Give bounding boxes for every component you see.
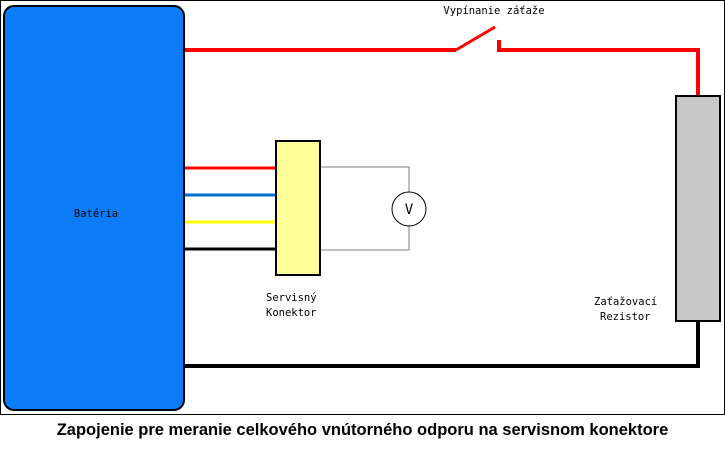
load-resistor: Zaťažovací Rezistor	[594, 95, 721, 323]
switch-label: Vypínanie záťaže	[443, 5, 544, 17]
wire-segment-switch-to-resistor	[497, 40, 700, 96]
resistor-body	[675, 95, 721, 322]
connector-label-line1: Servisný	[266, 292, 317, 304]
battery-label: Batéria	[74, 208, 118, 220]
battery: Batéria	[3, 5, 185, 411]
battery-body	[3, 5, 185, 411]
diagram-caption: Zapojenie pre meranie celkového vnútorné…	[56, 421, 669, 439]
connector-body	[275, 140, 321, 276]
resistor-label-line1: Zaťažovací	[594, 296, 657, 308]
voltmeter-circle	[391, 191, 427, 227]
voltmeter-lead-bottom	[320, 226, 410, 251]
load-switch: Vypínanie záťaže	[443, 5, 545, 52]
load-wire-red	[184, 40, 700, 96]
switch-blade	[455, 25, 496, 52]
service-connector: Servisný Konektor	[266, 140, 321, 319]
return-wire-black	[184, 321, 700, 368]
voltmeter: V	[391, 191, 427, 227]
voltmeter-lead-top	[320, 166, 410, 192]
resistor-label-line2: Rezistor	[600, 311, 651, 323]
connector-label-line2: Konektor	[266, 307, 317, 319]
voltmeter-symbol: V	[405, 202, 414, 218]
